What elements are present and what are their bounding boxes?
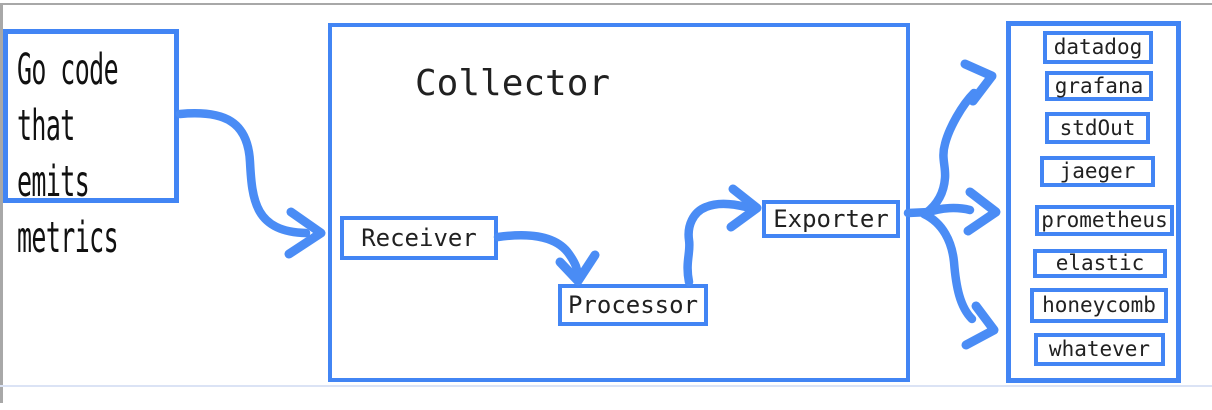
arrow-exporter-fanout-top — [921, 59, 997, 218]
exporter-item-stdout: stdOut — [1045, 112, 1150, 144]
exporter-item-whatever: whatever — [1034, 333, 1165, 366]
exporter-item-prometheus: prometheus — [1035, 205, 1174, 236]
exporter-item-jaeger: jaeger — [1040, 156, 1155, 187]
source-note-text: Go code that emits metrics — [17, 45, 119, 263]
canvas-edge-bottom — [0, 385, 1212, 387]
arrow-exporter-fanout-middle — [921, 187, 1001, 236]
arrow-exporter-fanout-bottom — [919, 209, 999, 350]
arrow-exporter-fanout-stem — [903, 207, 935, 218]
exporter-item-grafana: grafana — [1045, 71, 1153, 101]
source-note-box: Go code that emits metrics — [3, 29, 179, 263]
exporter-box: Exporter — [762, 200, 900, 238]
arrow-source-to-collector — [175, 109, 326, 259]
exporter-item-datadog: datadog — [1043, 31, 1153, 64]
canvas-edge-left — [0, 3, 3, 403]
exporter-item-elastic: elastic — [1033, 249, 1167, 278]
canvas-edge-top — [0, 3, 1212, 5]
collector-title: Collector — [415, 63, 611, 104]
processor-box: Processor — [558, 284, 708, 326]
exporter-item-honeycomb: honeycomb — [1030, 288, 1168, 323]
receiver-box: Receiver — [340, 216, 498, 260]
